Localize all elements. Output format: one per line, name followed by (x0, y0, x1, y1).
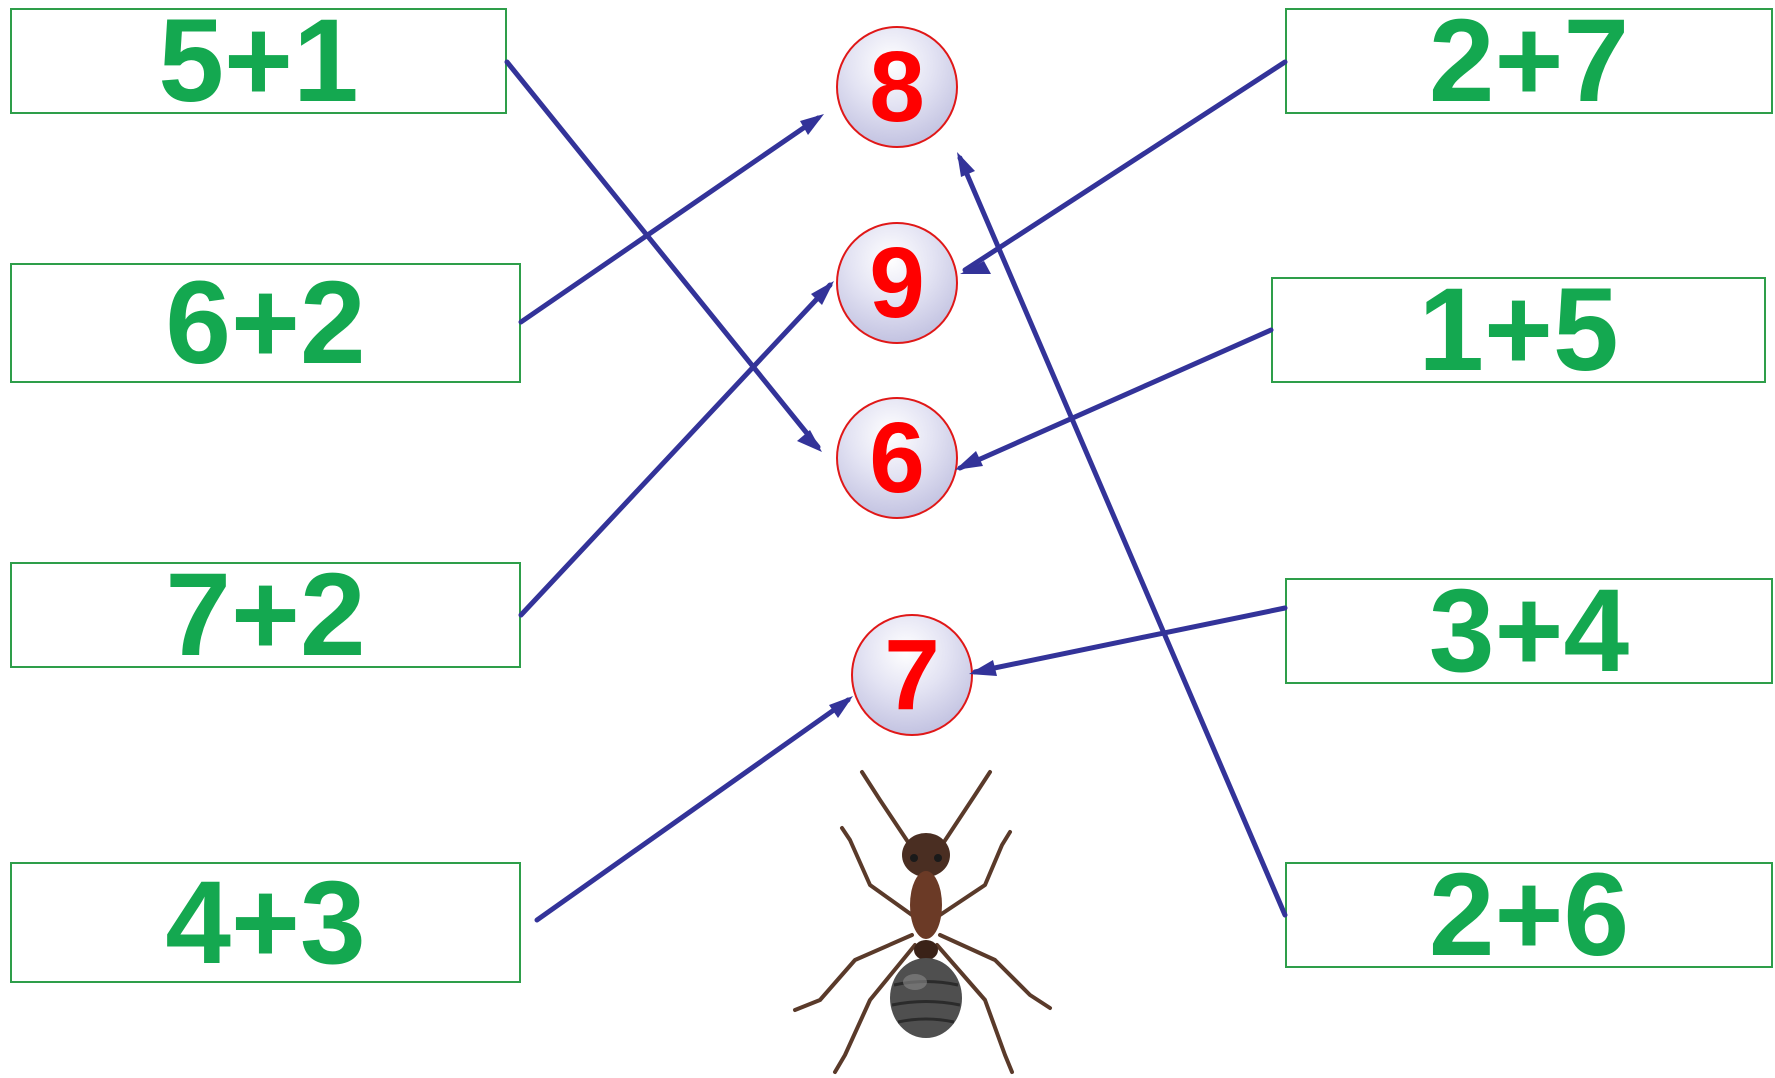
left-expression-2-text: 6+2 (165, 257, 366, 389)
ant-middle-right-leg (938, 933, 1052, 1010)
answer-9-text: 9 (869, 227, 925, 339)
left-expression-4-text: 4+3 (165, 856, 366, 989)
left-expression-1[interactable]: 5+1 (10, 2, 507, 120)
arrowhead-2 (800, 114, 824, 135)
left-expression-4[interactable]: 4+3 (10, 862, 521, 983)
answer-circle-6[interactable]: 6 (836, 397, 958, 519)
right-expression-4-text: 2+6 (1428, 849, 1630, 981)
arrowhead-7 (969, 660, 997, 676)
right-expression-1-text: 2+7 (1428, 0, 1630, 127)
ant-left-antenna (860, 770, 912, 847)
arrowhead-4 (829, 696, 853, 718)
ant-left-eye (910, 854, 918, 862)
arrow-2plus6-to-8 (957, 155, 1288, 918)
answer-7-text: 7 (884, 619, 940, 731)
arrow-7plus2-to-9 (518, 282, 833, 618)
ant-hind-right-leg (935, 943, 1014, 1074)
right-expression-3-text: 3+4 (1428, 565, 1630, 697)
arrow-2plus7-to-9 (962, 59, 1288, 273)
arrow-5plus1-to-6 (504, 59, 821, 450)
arrow-3plus4-to-7 (972, 605, 1288, 675)
answer-8-text: 8 (869, 31, 925, 143)
left-expression-2[interactable]: 6+2 (10, 263, 521, 383)
arrowhead-8 (957, 152, 975, 177)
answer-circle-8[interactable]: 8 (836, 26, 958, 148)
arrow-1plus5-to-6 (957, 327, 1274, 471)
ant-front-right-leg (938, 830, 1012, 917)
ant-front-left-leg (840, 826, 914, 917)
ant-petiole (914, 940, 938, 960)
arrowhead-5 (960, 261, 991, 274)
answer-6-text: 6 (869, 402, 925, 514)
left-expression-3[interactable]: 7+2 (10, 556, 521, 674)
arrow-6plus2-to-8 (518, 115, 821, 325)
left-expression-1-text: 5+1 (158, 0, 359, 127)
ant-gaster-segment-2 (891, 1000, 961, 1007)
arrow-4plus3-to-7 (534, 697, 851, 923)
ant-thorax (910, 871, 942, 939)
ant-gaster-highlight (903, 974, 927, 990)
ant-right-eye (934, 854, 942, 862)
ant-right-antenna (940, 770, 992, 847)
left-expression-3-text: 7+2 (165, 549, 366, 681)
ant-hind-left-leg (833, 943, 917, 1074)
answer-circle-9[interactable]: 9 (836, 222, 958, 344)
right-expression-1[interactable]: 2+7 (1285, 2, 1773, 120)
ant-head (902, 833, 950, 877)
arrowhead-3 (811, 281, 834, 305)
answer-circle-7[interactable]: 7 (851, 614, 973, 736)
arrowhead-1 (797, 430, 822, 452)
ant-gaster (890, 958, 962, 1038)
ant-gaster-segment-3 (897, 1017, 955, 1024)
right-expression-3[interactable]: 3+4 (1285, 572, 1773, 690)
arrowhead-6 (955, 451, 983, 470)
right-expression-2-text: 1+5 (1418, 264, 1619, 396)
right-expression-4[interactable]: 2+6 (1285, 856, 1773, 974)
right-expression-2[interactable]: 1+5 (1271, 271, 1766, 389)
ant-middle-left-leg (793, 933, 914, 1012)
